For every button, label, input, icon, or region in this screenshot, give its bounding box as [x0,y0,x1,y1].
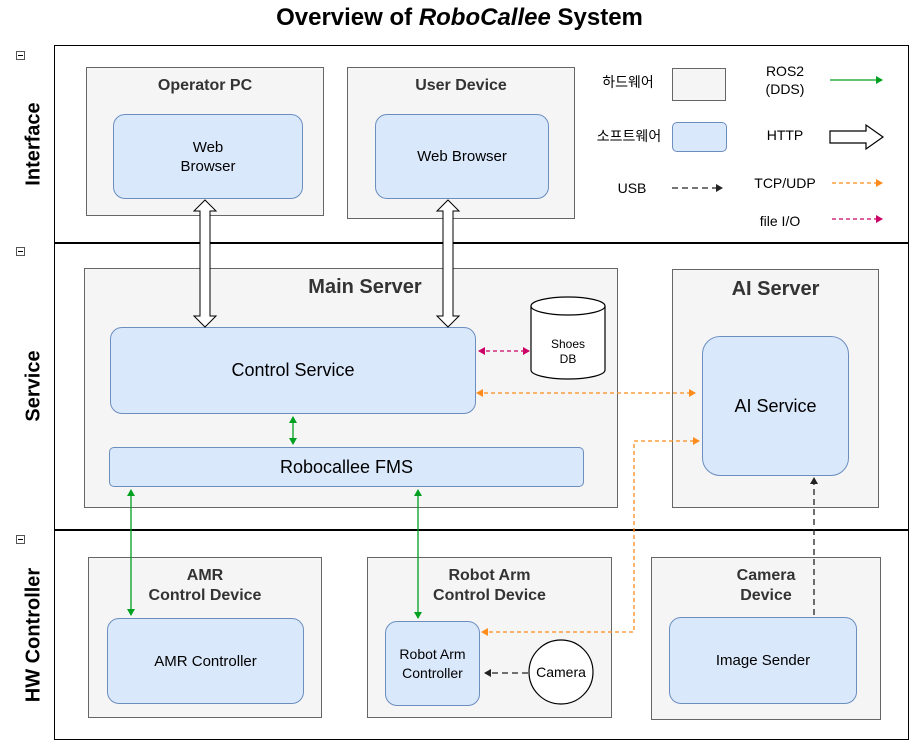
collapse-icon[interactable] [16,535,25,544]
collapse-icon[interactable] [16,51,25,60]
diagram-title: Overview of RoboCallee System [0,4,919,32]
http-arrow-user [435,199,461,328]
tcp-connector-arm-ai [481,437,700,636]
robot-arm-controller[interactable]: Robot Arm Controller [385,621,480,706]
http-arrow-operator [192,199,218,328]
camera-circle[interactable] [528,639,594,705]
legend-file-io-label: file I/O [759,213,801,229]
camera-label: Camera [536,664,586,680]
group-title: AI Server [731,278,820,300]
legend-http-arrow [829,123,885,151]
legend-usb-label: USB [617,180,647,196]
legend-ros2-label: ROS2 (DDS) [765,63,805,97]
lane-header-service [12,243,55,530]
legend-hardware-label: 하드웨어 [602,74,654,90]
legend-tcp-udp-label: TCP/UDP [754,175,816,191]
lane-header-interface [12,45,55,243]
group-title: AMR Control Device [148,567,262,604]
group-title: Operator PC [157,77,253,94]
title-prefix: Overview of [276,4,419,31]
web-browser-operator[interactable]: Web Browser [113,114,303,199]
web-browser-user[interactable]: Web Browser [375,114,549,199]
group-title: User Device [415,77,507,94]
title-suffix: System [550,4,643,31]
shoes-db-label: Shoes DB [550,337,586,366]
shoes-db-cylinder[interactable] [530,296,606,380]
collapse-icon[interactable] [16,247,25,256]
image-sender[interactable]: Image Sender [669,617,857,704]
group-title: Camera Device [736,567,796,604]
lane-header-hw [12,530,55,740]
legend-software-label: 소프트웨어 [596,128,662,144]
title-italic: RoboCallee [418,4,551,31]
legend-software-swatch [672,122,727,152]
control-service[interactable]: Control Service [110,327,476,414]
legend-hardware-swatch [672,68,726,101]
ai-service[interactable]: AI Service [702,336,849,476]
amr-controller[interactable]: AMR Controller [107,618,304,704]
legend-http-label: HTTP [766,127,804,143]
group-title: Main Server [308,276,422,298]
